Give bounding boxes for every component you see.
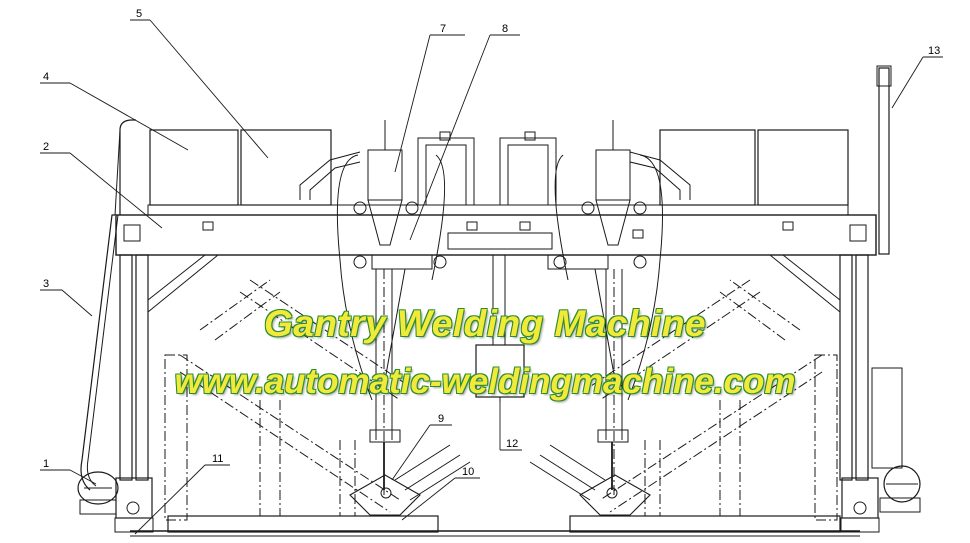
top-cabinets (149, 129, 849, 206)
right-positioner-frame (529, 279, 841, 533)
callout-10: 10 (462, 466, 474, 478)
cable-carrier (80, 119, 136, 491)
left-drive-motor (77, 471, 119, 515)
right-welding-head (547, 120, 663, 499)
callout-7: 7 (440, 23, 446, 35)
watermark-title: Gantry Welding Machine (263, 303, 707, 344)
callout-5: 5 (136, 8, 142, 20)
callout-1: 1 (43, 458, 49, 470)
callout-4: 4 (43, 71, 49, 83)
callout-8: 8 (502, 23, 508, 35)
callout-labels: 1 2 3 4 5 7 8 9 10 11 12 13 (43, 8, 940, 478)
right-post (876, 65, 892, 255)
main-beam (115, 204, 877, 256)
callout-3: 3 (43, 278, 49, 290)
left-welding-head (336, 120, 447, 499)
right-drive-motor (879, 465, 921, 513)
callout-11: 11 (212, 453, 223, 465)
callout-13: 13 (928, 45, 940, 57)
watermark-url: www.automatic-weldingmachine.com (174, 362, 796, 401)
callout-9: 9 (438, 413, 444, 425)
callout-12: 12 (506, 438, 518, 450)
callout-leaders (40, 19, 943, 535)
center-control-box (475, 255, 525, 402)
left-positioner-frame (164, 279, 471, 533)
callout-2: 2 (43, 141, 49, 153)
